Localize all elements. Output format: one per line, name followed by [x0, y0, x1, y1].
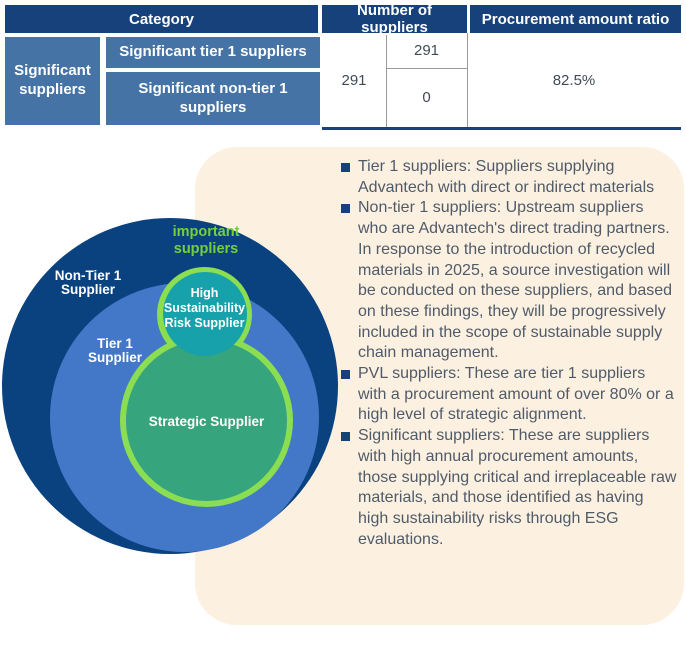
note-text: Significant suppliers: These are supplie… — [358, 427, 677, 548]
square-bullet-icon — [341, 204, 350, 214]
high-sustainability-risk-label: High Sustainability Risk Supplier — [163, 286, 246, 331]
tier1-supplier-label: Tier 1 Supplier — [87, 336, 142, 365]
table-cell-tier1-count: 291 — [386, 33, 467, 68]
note-text: Tier 1 suppliers: Suppliers supplying Ad… — [358, 158, 655, 196]
non-tier1-supplier-label: Non-Tier 1 Supplier — [54, 268, 122, 297]
note-item-significant: Significant suppliers: These are supplie… — [341, 426, 677, 550]
square-bullet-icon — [341, 432, 350, 442]
table-cell-ratio-value: 82.5% — [467, 33, 681, 127]
table-header-number-of-suppliers: Number of suppliers — [322, 2, 467, 36]
table-bottom-border — [322, 127, 681, 130]
table-cell-nontier1-count: 0 — [386, 68, 467, 127]
strategic-supplier-circle — [120, 334, 293, 507]
high-sustainability-risk-circle — [163, 272, 247, 356]
square-bullet-icon — [341, 163, 350, 172]
note-item-nontier1: Non-tier 1 suppliers: Upstream suppliers… — [341, 198, 677, 364]
strategic-supplier-label: Strategic Supplier — [148, 414, 265, 429]
table-cell-significant-suppliers: Significant suppliers — [5, 37, 100, 125]
table-cell-total-count: 291 — [322, 33, 386, 127]
table-divider-vertical-inner — [386, 35, 387, 127]
note-item-tier1: Tier 1 suppliers: Suppliers supplying Ad… — [341, 157, 677, 198]
square-bullet-icon — [341, 370, 350, 380]
table-cell-significant-nontier1: Significant non-tier 1 suppliers — [106, 72, 320, 125]
table-divider-vertical-ratio — [467, 33, 468, 127]
important-suppliers-label: important suppliers — [172, 224, 240, 257]
note-text: Non-tier 1 suppliers: Upstream suppliers… — [358, 199, 673, 362]
table-header-category: Category — [5, 5, 318, 33]
table-divider-horizontal-inner — [386, 68, 467, 69]
notes-list: Tier 1 suppliers: Suppliers supplying Ad… — [341, 157, 677, 550]
note-item-pvl: PVL suppliers: These are tier 1 supplier… — [341, 364, 677, 426]
note-text: PVL suppliers: These are tier 1 supplier… — [358, 365, 674, 424]
table-header-procurement-ratio: Procurement amount ratio — [470, 5, 681, 33]
table-cell-significant-tier1: Significant tier 1 suppliers — [106, 37, 320, 68]
